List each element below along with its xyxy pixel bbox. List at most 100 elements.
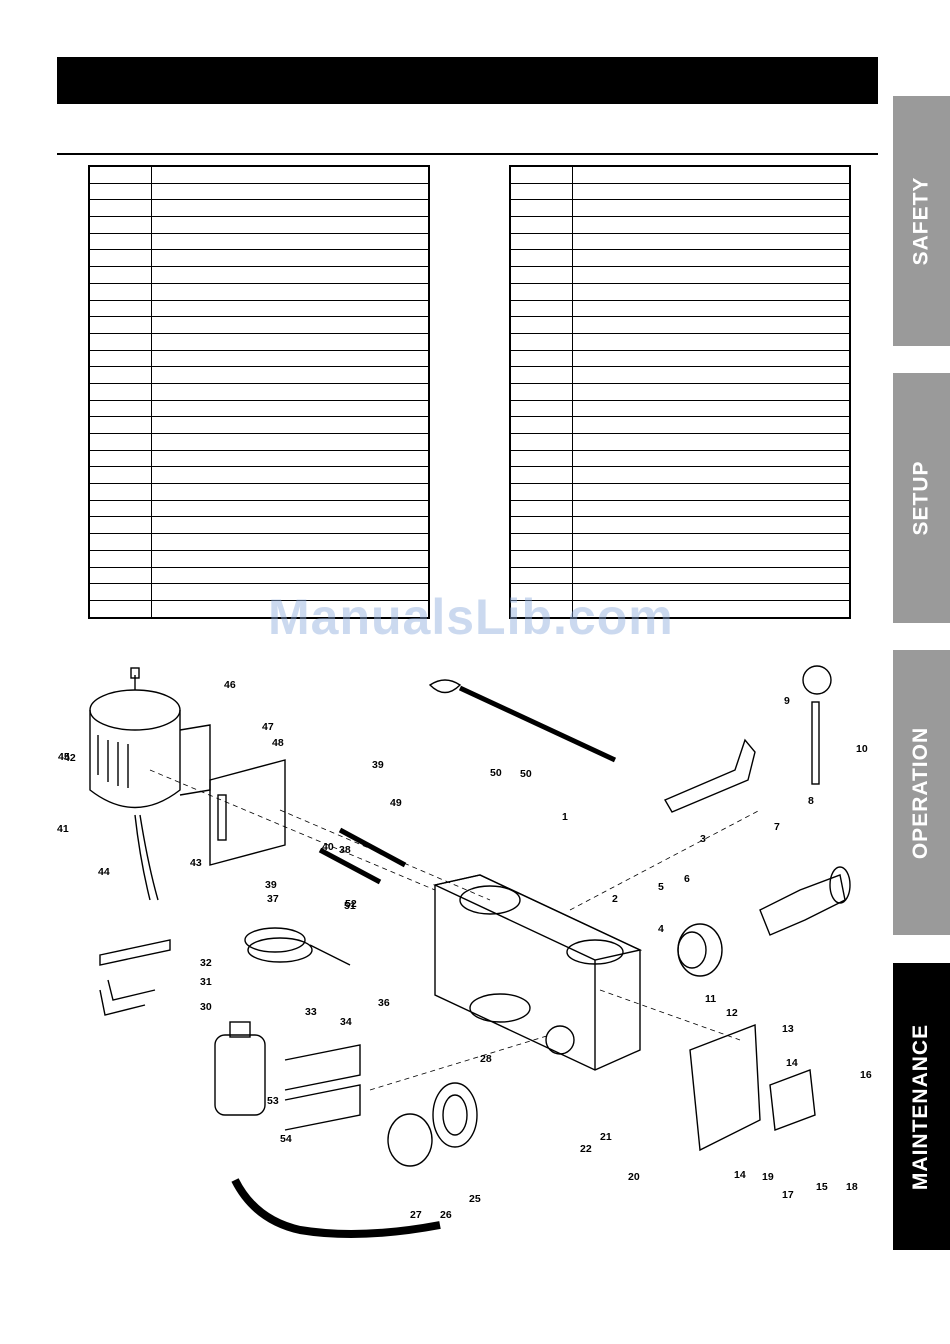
part-number-cell (88, 433, 152, 451)
callout-34: 34 (340, 1016, 352, 1028)
coolant-hose-drawing (231, 1178, 441, 1238)
table-row (88, 433, 430, 451)
table-row (509, 433, 851, 451)
coolant-bottle-drawing (214, 1034, 266, 1116)
part-number-cell (88, 182, 152, 201)
table-row (88, 566, 430, 585)
callout-14: 14 (734, 1169, 746, 1181)
callout-5: 5 (658, 881, 664, 893)
part-number-cell (509, 499, 573, 518)
table-row (88, 382, 430, 401)
table-row (509, 349, 851, 368)
part-number-cell (88, 549, 152, 568)
part-description-cell (151, 466, 430, 485)
part-description-cell (572, 566, 851, 585)
part-number-cell (509, 382, 573, 401)
table-row (509, 216, 851, 234)
part-description-cell (151, 499, 430, 518)
part-number-cell (509, 533, 573, 551)
tab-setup[interactable]: SETUP (893, 373, 950, 623)
part-number-cell (88, 566, 152, 585)
part-description-cell (151, 249, 430, 268)
table-row (88, 165, 430, 184)
table-row (88, 232, 430, 251)
part-number-cell (509, 199, 573, 218)
tab-safety[interactable]: SAFETY (893, 96, 950, 346)
table-row (88, 416, 430, 434)
table-row (509, 232, 851, 251)
callout-18: 18 (846, 1181, 858, 1193)
callout-46: 46 (224, 679, 236, 691)
exploded-parts-diagram: 1234567891011121314141516171819202122252… (57, 665, 872, 1238)
part-description-cell (151, 483, 430, 501)
table-row (509, 399, 851, 418)
crank-drawing (663, 738, 756, 813)
part-number-cell (509, 549, 573, 568)
part-number-cell (509, 282, 573, 301)
table-row (88, 266, 430, 284)
part-number-cell (509, 232, 573, 251)
part-number-cell (509, 216, 573, 234)
part-number-cell (88, 332, 152, 351)
part-description-cell (151, 299, 430, 318)
callout-47: 47 (262, 721, 274, 733)
table-row (509, 416, 851, 434)
callout-40: 40 (322, 841, 334, 853)
callout-28: 28 (480, 1053, 492, 1065)
part-description-cell (572, 316, 851, 334)
table-row (88, 199, 430, 218)
callout-4: 4 (658, 923, 664, 935)
part-description-cell (151, 382, 430, 401)
table-row (88, 366, 430, 384)
part-number-cell (88, 499, 152, 518)
table-row (88, 599, 430, 619)
callout-7: 7 (774, 821, 780, 833)
table-row (88, 516, 430, 535)
part-number-cell (88, 249, 152, 268)
part-description-cell (151, 533, 430, 551)
callout-25: 25 (469, 1193, 481, 1205)
table-row (88, 216, 430, 234)
callout-15: 15 (816, 1181, 828, 1193)
part-number-cell (88, 466, 152, 485)
header-rule (57, 153, 878, 155)
diagram-drawing (89, 665, 851, 1238)
table-row (509, 299, 851, 318)
part-number-cell (88, 266, 152, 284)
part-number-cell (88, 416, 152, 434)
part-description-cell (151, 282, 430, 301)
table-row (509, 516, 851, 535)
part-number-cell (88, 165, 152, 184)
part-number-cell (88, 449, 152, 468)
callout-labels: 1234567891011121314141516171819202122252… (57, 679, 872, 1221)
table-row (509, 549, 851, 568)
part-description-cell (572, 466, 851, 485)
callout-52: 52 (345, 898, 357, 910)
part-description-cell (151, 266, 430, 284)
part-number-cell (509, 182, 573, 201)
callout-39: 39 (265, 879, 277, 891)
table-row (88, 399, 430, 418)
part-description-cell (151, 165, 430, 184)
tab-maintenance[interactable]: MAINTENANCE (893, 963, 950, 1250)
part-description-cell (572, 182, 851, 201)
callout-41: 41 (57, 823, 69, 835)
base-body-drawing (432, 874, 643, 1071)
table-row (509, 282, 851, 301)
callout-53: 53 (267, 1095, 279, 1107)
callout-27: 27 (410, 1209, 422, 1221)
part-number-cell (509, 399, 573, 418)
part-description-cell (572, 299, 851, 318)
part-description-cell (572, 349, 851, 368)
part-description-cell (572, 232, 851, 251)
table-row (88, 483, 430, 501)
part-number-cell (509, 433, 573, 451)
callout-19: 19 (762, 1171, 774, 1183)
part-description-cell (572, 549, 851, 568)
part-description-cell (572, 399, 851, 418)
callout-44: 44 (98, 866, 110, 878)
table-row (88, 332, 430, 351)
tab-operation[interactable]: OPERATION (893, 650, 950, 935)
callout-45: 45 (58, 751, 70, 763)
callout-14: 14 (786, 1057, 798, 1069)
